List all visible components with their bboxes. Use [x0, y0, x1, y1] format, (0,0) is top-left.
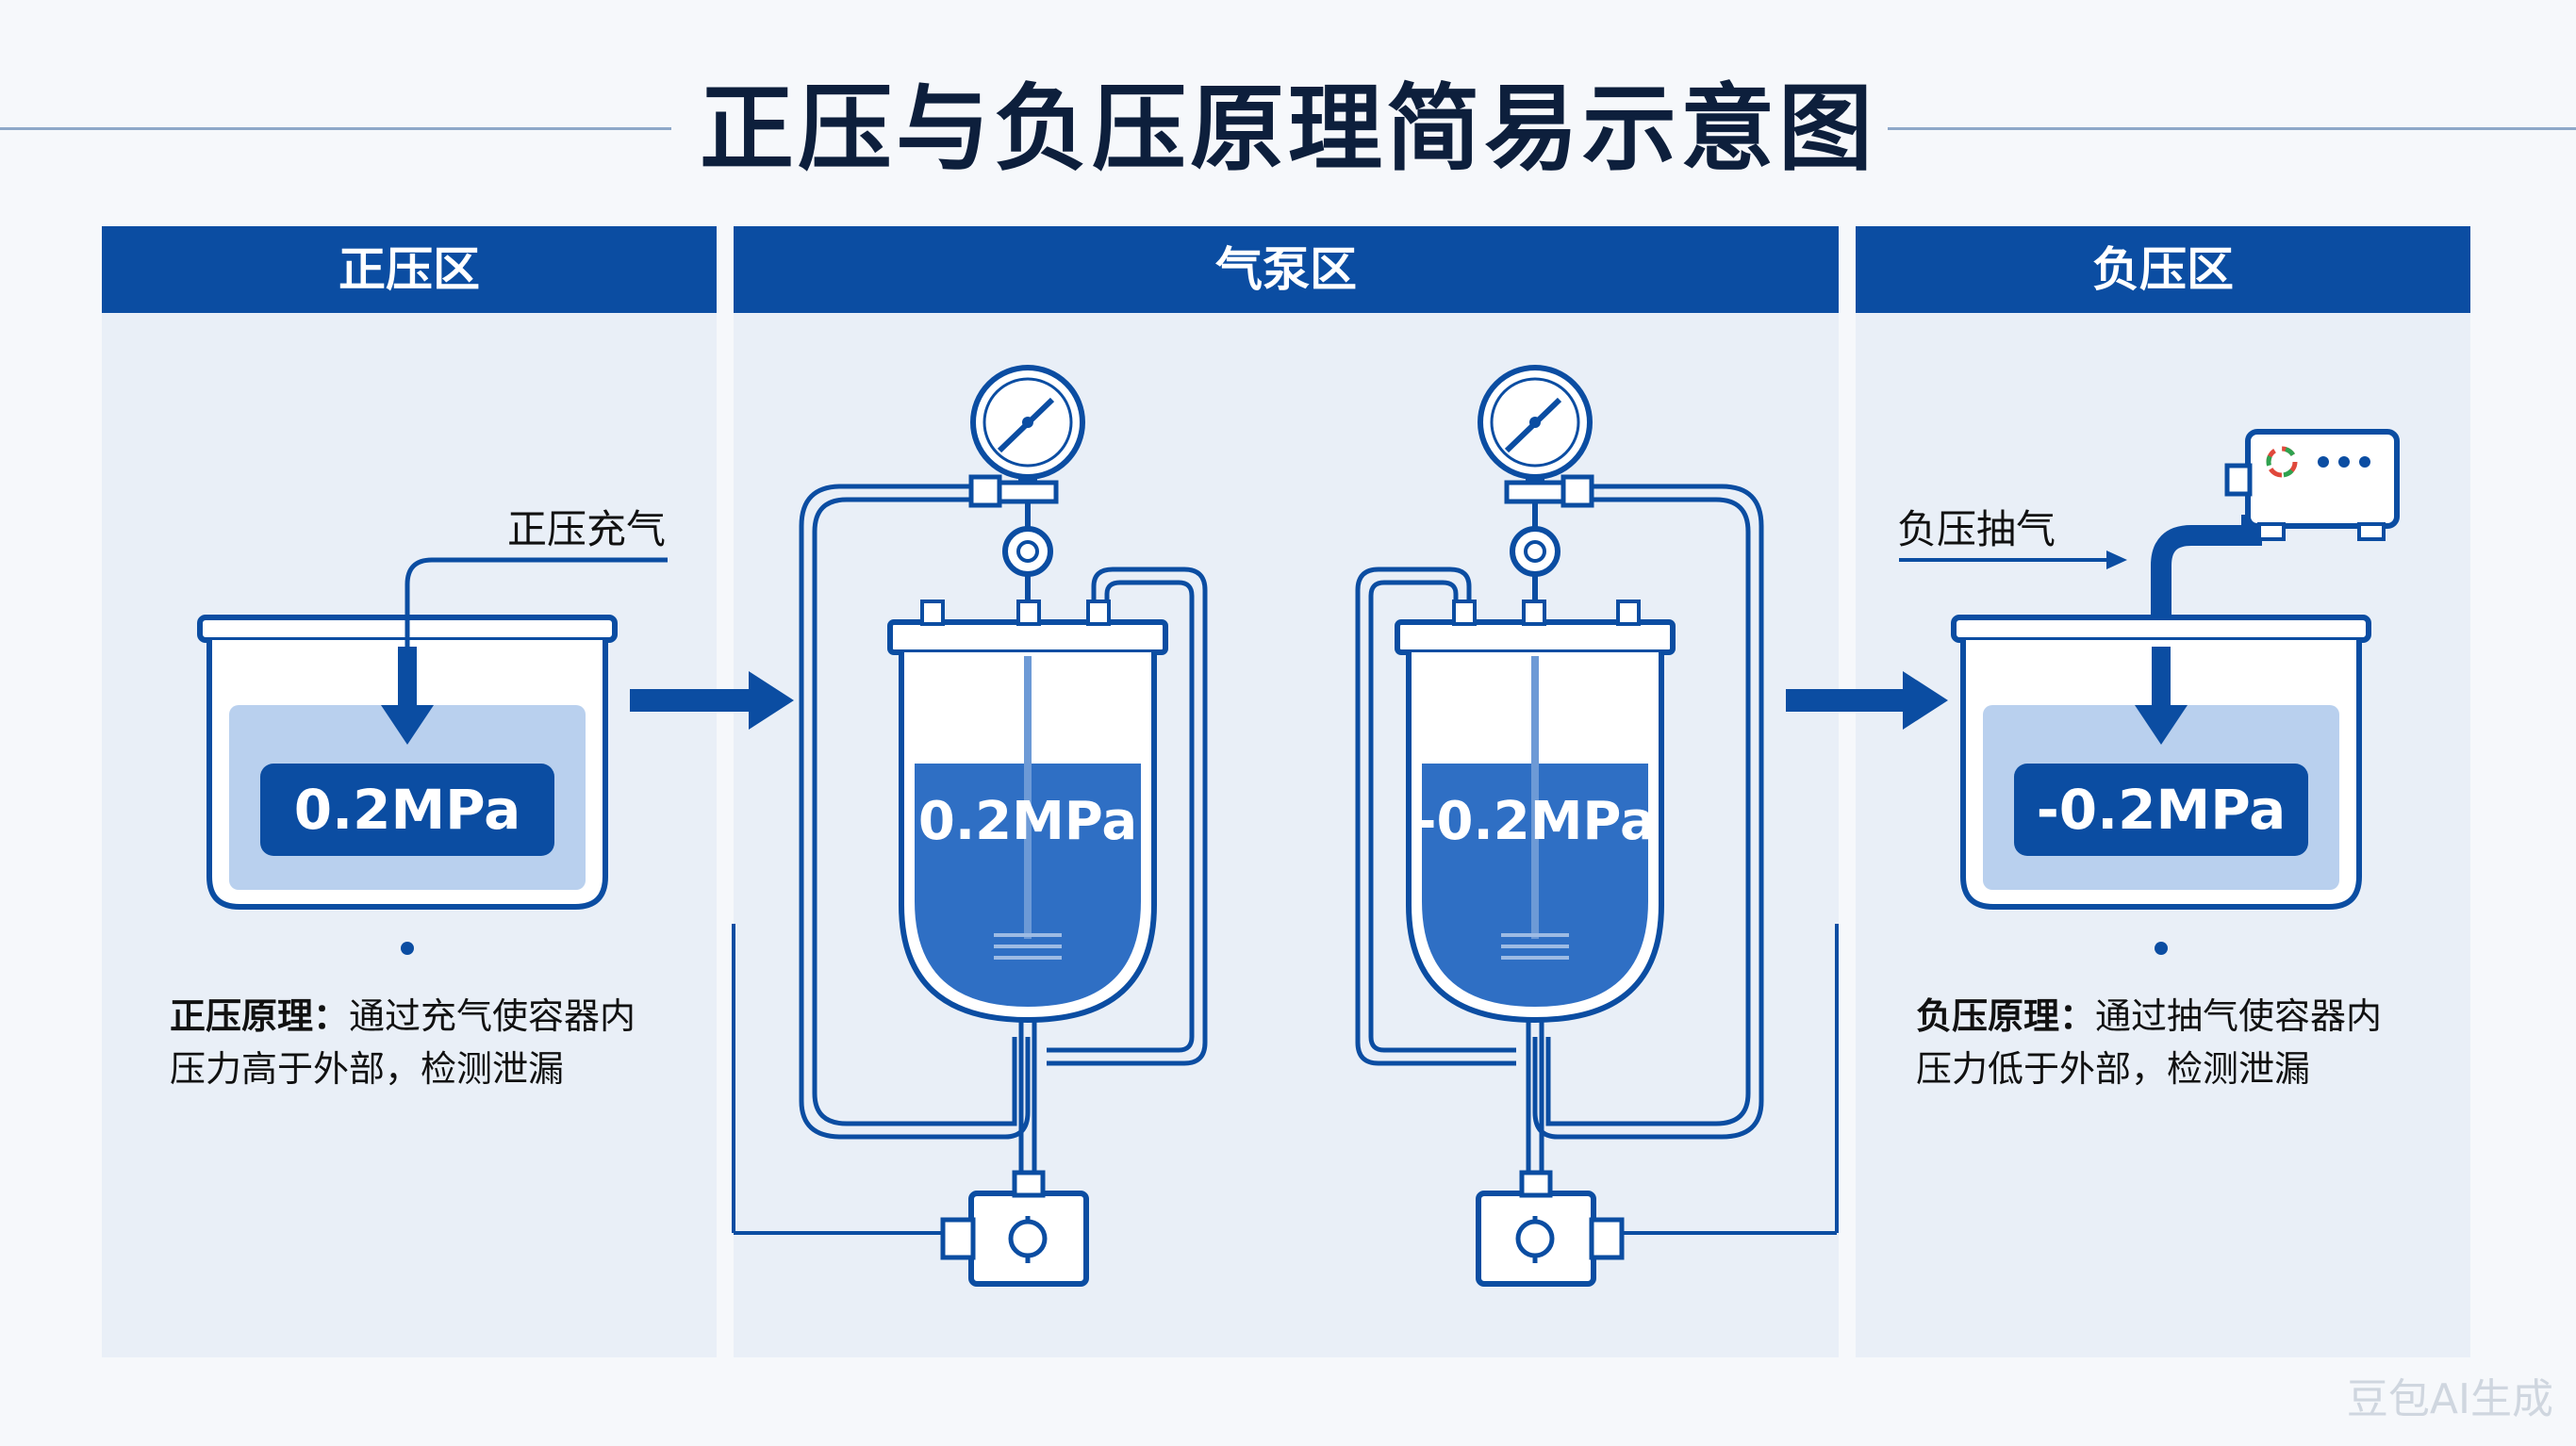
- tank-left-pressure: 0.2MPa: [918, 791, 1137, 852]
- panel-negative-header: 负压区: [1856, 226, 2470, 313]
- negative-action-label: 负压抽气: [1897, 506, 2056, 552]
- positive-down-arrow: [381, 647, 434, 745]
- positive-desc-line1: 通过充气使容器内: [349, 995, 636, 1037]
- positive-pressure-value: 0.2MPa: [260, 764, 554, 856]
- negative-desc-bold: 负压原理：: [1916, 995, 2096, 1037]
- positive-action-label: 正压充气: [507, 506, 667, 552]
- watermark: 豆包AI生成: [2346, 1375, 2553, 1423]
- tank-left: [732, 365, 1208, 1287]
- title-rule-right: [1888, 127, 2576, 130]
- negative-desc-line1: 通过抽气使容器内: [2095, 995, 2383, 1037]
- vacuum-pump: [2151, 429, 2400, 617]
- negative-pressure-value: -0.2MPa: [2014, 764, 2308, 856]
- negative-desc-line2: 压力低于外部，检测泄漏: [1916, 1048, 2311, 1090]
- page-title: 正压与负压原理简易示意图: [700, 74, 1876, 184]
- arrow-to-negative: [1786, 671, 1948, 730]
- negative-description: 负压原理：通过抽气使容器内 压力低于外部，检测泄漏: [1916, 990, 2444, 1095]
- title-rule-left: [0, 127, 671, 130]
- negative-outflow-arrow: [1899, 550, 2127, 569]
- positive-inflow-line: [405, 557, 668, 650]
- positive-description: 正压原理：通过充气使容器内 压力高于外部，检测泄漏: [170, 990, 698, 1095]
- positive-desc-bold: 正压原理：: [170, 995, 350, 1037]
- panel-pump-header: 气泵区: [734, 226, 1839, 313]
- arrow-to-pump: [630, 671, 794, 730]
- positive-bullet: [401, 942, 414, 955]
- tank-right: [1355, 365, 1839, 1287]
- negative-down-arrow: [2135, 647, 2188, 745]
- tank-right-pressure: -0.2MPa: [1414, 791, 1656, 852]
- panel-positive-header: 正压区: [102, 226, 717, 313]
- positive-desc-line2: 压力高于外部，检测泄漏: [170, 1048, 565, 1090]
- negative-bullet: [2155, 942, 2168, 955]
